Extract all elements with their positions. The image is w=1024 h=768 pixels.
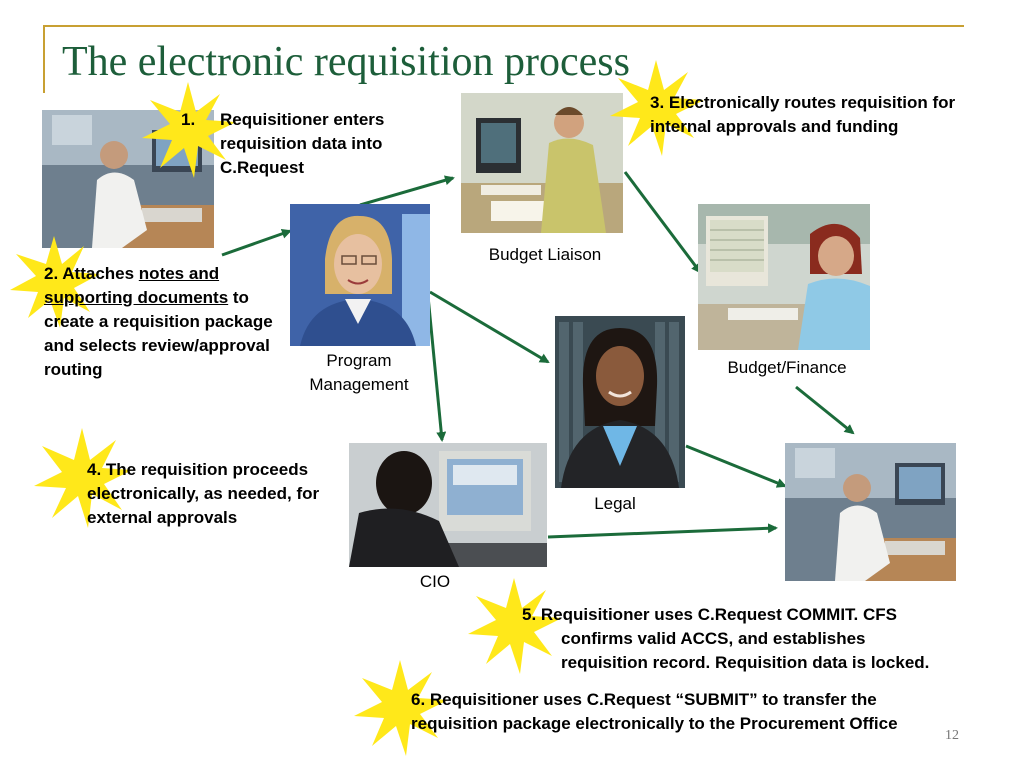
arrow-cio-to-procurement xyxy=(547,523,778,539)
arrow-liaison-to-finance xyxy=(623,171,702,274)
step-2-star-icon xyxy=(10,236,100,328)
label-budget-liaison: Budget Liaison xyxy=(488,245,602,264)
program-management-photo xyxy=(290,204,430,346)
arrow-program-to-cio xyxy=(426,295,447,442)
budget-liaison-photo xyxy=(461,93,623,233)
arrow-legal-to-procurement xyxy=(685,444,787,488)
step-1-text: Requisitioner enters requisition data in… xyxy=(220,110,385,177)
step-6-line-1: 6. Requisitioner uses C.Request “SUBMIT”… xyxy=(411,690,877,709)
step-2-underlined: notes and supporting documents xyxy=(44,264,229,307)
step-2-text-c: to create a requisition package and sele… xyxy=(44,288,273,379)
arrow-program-to-liaison xyxy=(359,175,455,207)
step-2-text: 2. Attaches notes and supporting documen… xyxy=(44,262,276,382)
cio-photo xyxy=(349,443,547,567)
legal-photo xyxy=(555,316,685,488)
label-cio: CIO xyxy=(419,572,451,591)
step-2-text-a: 2. Attaches xyxy=(44,264,139,283)
slide-title: The electronic requisition process xyxy=(62,39,630,85)
label-program-management: Program Management xyxy=(309,351,409,394)
step-6-line-2: requisition package electronically to th… xyxy=(411,714,898,733)
budget-finance-photo xyxy=(698,204,870,350)
step-5-line-1: 5. Requisitioner uses C.Request COMMIT. … xyxy=(522,605,898,624)
step-3-star-icon xyxy=(610,60,704,156)
step-6-star-icon xyxy=(354,660,448,756)
accent-top-line xyxy=(43,25,964,27)
step-5-line-2: confirms valid ACCS, and establishes xyxy=(561,629,866,648)
label-budget-finance: Budget/Finance xyxy=(727,358,847,377)
step-5-star-icon xyxy=(468,578,562,674)
arrow-finance-to-procurement xyxy=(795,385,855,435)
label-legal: Legal xyxy=(594,494,636,513)
procurement-photo xyxy=(785,443,956,581)
step-4-star-icon xyxy=(34,428,132,528)
step-3-text: 3. Electronically routes requisition for… xyxy=(650,93,956,136)
page-number: 12 xyxy=(945,728,959,743)
arrow-program-to-legal xyxy=(429,290,550,364)
step-1-number: 1. xyxy=(181,110,196,129)
accent-left-line xyxy=(43,25,45,93)
step-1-star-icon xyxy=(142,82,236,178)
step-4-text: 4. The requisition proceeds electronical… xyxy=(87,460,320,527)
arrow-requisitioner-to-program xyxy=(221,228,292,257)
step-5-line-3: requisition record. Requisition data is … xyxy=(561,653,930,672)
